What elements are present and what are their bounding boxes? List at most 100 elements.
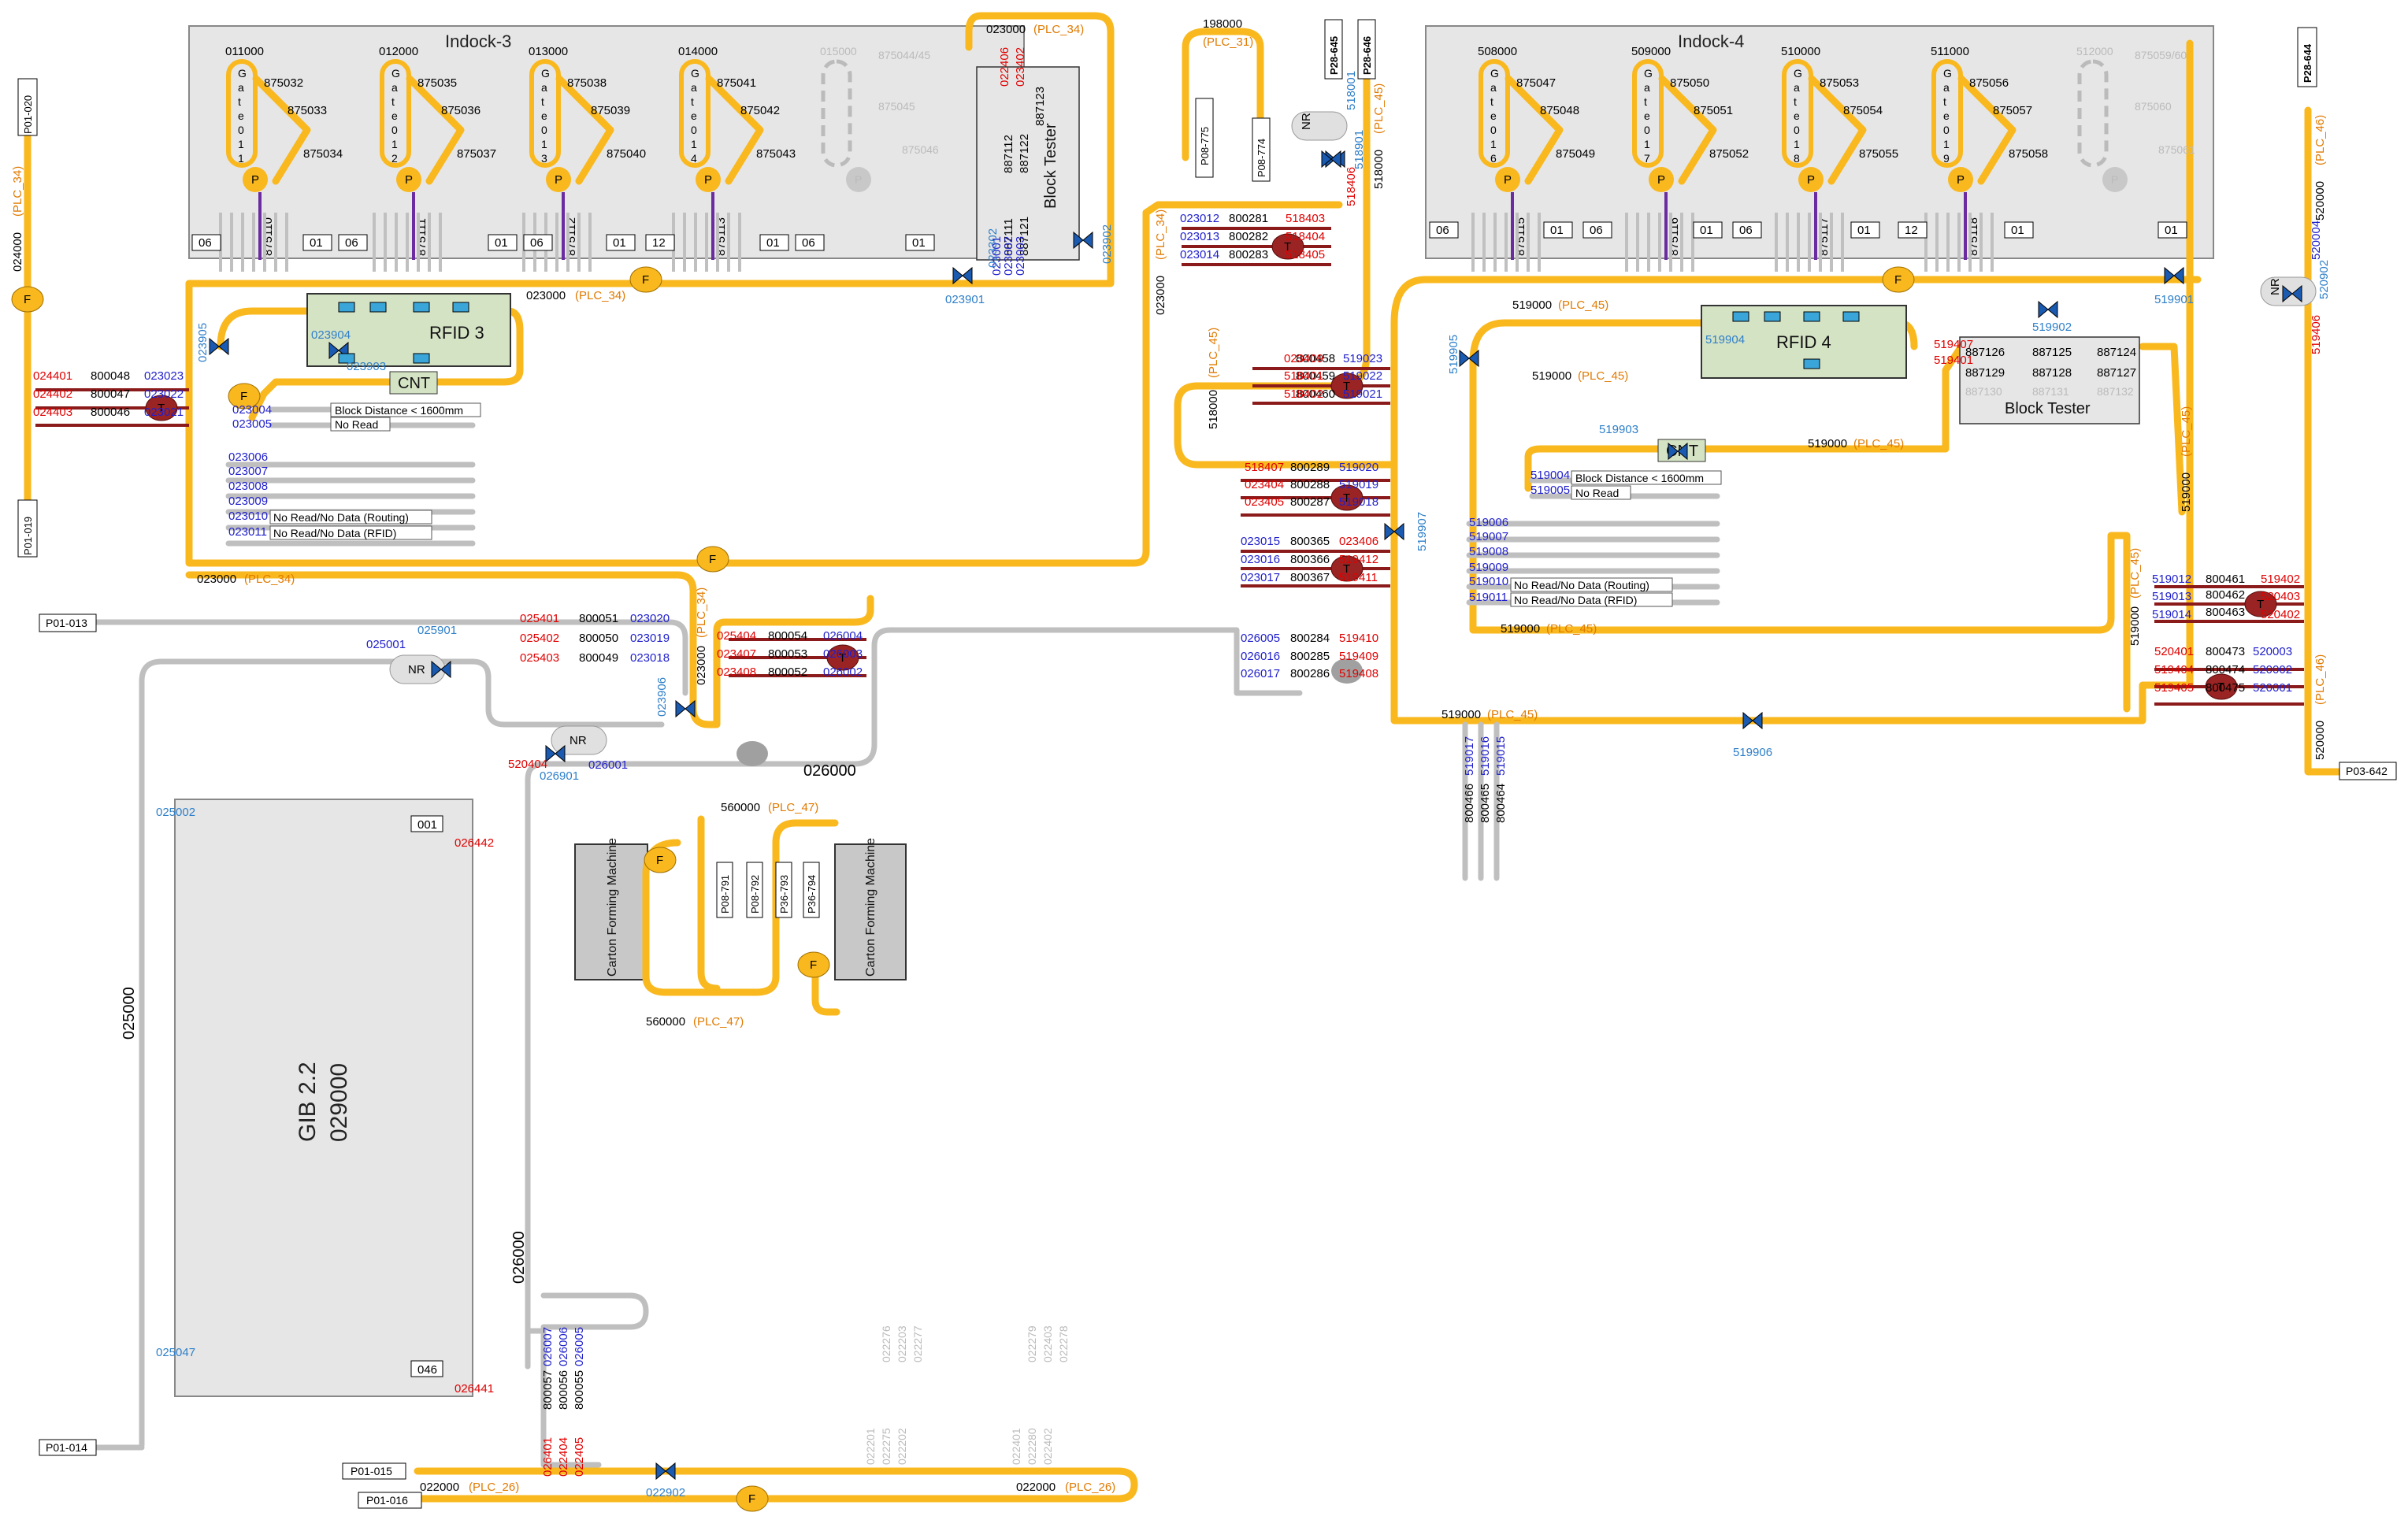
future-gate-loop [2077, 59, 2109, 168]
gate-letter: a [1644, 81, 1650, 94]
id-label-blu: 025001 [366, 638, 406, 651]
t-marker [145, 395, 178, 421]
c022000-label-1: 022000 [420, 1481, 459, 1494]
conveyor-519000-rfid-loop [1469, 319, 1918, 366]
block-distance-box-3 [330, 402, 481, 417]
conveyor-025000-top [87, 619, 688, 696]
bt4-887127: 887127 [2097, 366, 2136, 380]
future-gate-note: 875059/60 [2135, 49, 2187, 61]
rfid-antenna-icon [1803, 358, 1820, 369]
id-label-red: 024401 [33, 369, 72, 383]
id-label-ltb: 520902 [2317, 260, 2331, 299]
id-label-blu: 023018 [630, 651, 670, 665]
gate-chute [705, 75, 764, 185]
gate-letter: t [238, 95, 241, 108]
id-label-blk: 800465 [1479, 784, 1492, 823]
id-label-blu: 023011 [228, 525, 267, 539]
no-read-rfid-label-4: No Read/No Data (RFID) [1514, 594, 1637, 606]
gate-letter: G [541, 67, 550, 80]
valve-icon [2164, 266, 2184, 285]
conveyor-025000-gray [139, 658, 665, 1448]
gate-id: 508000 [1478, 45, 1517, 58]
gate-id: 012000 [379, 45, 418, 58]
id-label-ltb: 519907 [1415, 512, 1429, 551]
gib-box-001 [410, 815, 443, 832]
port-p08-791 [716, 862, 733, 918]
gate-letter: a [1943, 81, 1950, 94]
port-p28-644-label: P28-644 [2302, 43, 2313, 83]
id-label-blu: 026005 [573, 1327, 586, 1366]
gate-pusher [696, 167, 721, 192]
carton-forming-left-label: Carton Forming Machine [606, 838, 619, 977]
t-marker [1330, 555, 1364, 582]
gate-letter: 7 [1644, 152, 1650, 165]
door-label: 06 [345, 236, 358, 250]
rfid-antenna-icon [1732, 311, 1749, 322]
future-gate-sensor-2: 875061 [2158, 143, 2195, 156]
id-label-ltb: 023302 [986, 228, 1000, 268]
door-label: 01 [2165, 224, 2178, 237]
bt4-887131: 887131 [2032, 385, 2069, 398]
bt3-887111: 887111 [1002, 218, 1015, 256]
port-p01-019 [17, 499, 38, 558]
door-label: 01 [1550, 224, 1564, 237]
id-label-gry: 022280 [1026, 1428, 1038, 1465]
rfid-3-label: RFID 3 [429, 323, 484, 343]
gate-letter: a [1490, 81, 1497, 94]
nr-marker-label: NR [570, 734, 587, 747]
id-label-blu: 519009 [1469, 561, 1508, 574]
gate-sensor-3: 875052 [1709, 147, 1749, 161]
rfid-antenna-icon [452, 302, 469, 313]
id-label-red: 023408 [717, 665, 756, 679]
plc34-label-3: (PLC_34) [244, 573, 295, 586]
port-p01-015-label: P01-015 [351, 1465, 392, 1477]
gate-letter: 1 [541, 138, 547, 150]
port-group: P01-020 P01-019 P01-013 P01-014 P01-015 … [17, 19, 2397, 1509]
id-label-red: 518407 [1245, 461, 1284, 474]
id-label-blu: 519020 [1339, 461, 1378, 474]
c518000-label-1: 518000 [1207, 390, 1220, 429]
id-label-blu: 520004 [2310, 221, 2323, 260]
indock-3-title: Indock-3 [445, 32, 511, 51]
gate-pusher-label: P [555, 173, 562, 187]
id-label-ltb: 519905 [1447, 335, 1460, 374]
gate-pusher-label: P [1807, 173, 1815, 187]
id-label-red: 518403 [1286, 212, 1325, 225]
id-label-red: 023402 [1014, 47, 1027, 87]
gate-letter: 6 [1490, 152, 1497, 165]
door-box [606, 234, 636, 251]
id-label-blu: 026007 [541, 1327, 555, 1366]
gib-box-046-label: 046 [417, 1363, 437, 1377]
gate-letter: 0 [541, 124, 547, 136]
id-label-red: 023409 [1284, 352, 1323, 365]
gate-chute [1808, 75, 1867, 185]
cnt-label-3: CNT [398, 375, 430, 392]
id-label-red: 022406 [998, 47, 1011, 87]
id-label-red: 519408 [1339, 667, 1378, 680]
id-label-gry: 022203 [896, 1325, 908, 1362]
id-label-ltb: 025047 [156, 1346, 195, 1359]
id-label-red: 026401 [541, 1437, 555, 1477]
id-label-blu: 026002 [823, 665, 863, 679]
id-label-blk: 800289 [1290, 461, 1330, 474]
t-marker [1271, 233, 1304, 260]
f-marker-label: F [240, 390, 247, 403]
gate-pusher [1649, 167, 1674, 192]
plc45-label-2: (PLC_45) [1578, 369, 1628, 383]
id-label-gry: 022401 [1010, 1428, 1022, 1465]
labels-layer: 8000488000478000468000518000508000498000… [33, 47, 2331, 1499]
nr-marker [1291, 111, 1348, 141]
id-label-ltb: 022902 [646, 1486, 685, 1499]
door-box [191, 234, 221, 251]
gate-sensor-1: 875038 [567, 76, 607, 90]
gate-letter: 1 [238, 152, 244, 165]
gate-letter: a [238, 81, 244, 94]
port-p36-794-label: P36-794 [806, 875, 818, 914]
plc26-label-2: (PLC_26) [1065, 1481, 1115, 1494]
port-p28-646 [1357, 19, 1376, 80]
c519000-label-7: 519000 [2128, 606, 2142, 646]
id-label-blu: 023016 [1241, 553, 1280, 566]
